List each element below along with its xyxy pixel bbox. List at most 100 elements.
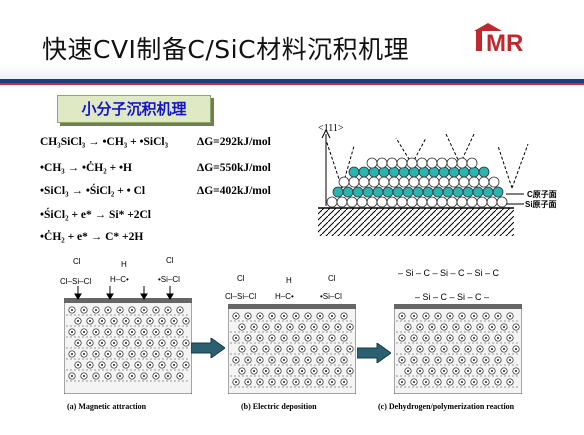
lattice-atom bbox=[496, 196, 508, 208]
lattice-atom bbox=[426, 196, 438, 208]
lattice-atom bbox=[412, 186, 424, 198]
lattice-atom bbox=[348, 176, 360, 188]
lattice-atom bbox=[396, 196, 408, 208]
svg-text:MR: MR bbox=[486, 30, 523, 53]
lattice-atom bbox=[488, 176, 500, 188]
atom-layers bbox=[326, 157, 508, 208]
panel-b-mol-3: •Si–Cl bbox=[320, 292, 342, 301]
title-rule-accent bbox=[0, 83, 584, 85]
lattice-atom bbox=[386, 157, 398, 169]
equation-5: •ĊH₂ + e* → C* +2H bbox=[40, 231, 144, 243]
lattice-atom bbox=[418, 176, 430, 188]
lattice-atom bbox=[388, 166, 400, 178]
lattice-atom bbox=[392, 186, 404, 198]
lattice-atom bbox=[486, 196, 498, 208]
equation-1-energy: ΔG=292kJ/mol bbox=[197, 136, 271, 148]
lattice-atom bbox=[336, 196, 348, 208]
panel-b-mol-3-top: Cl bbox=[328, 274, 336, 283]
panel-b-mol-1-top: Cl bbox=[237, 274, 245, 283]
lattice-atom bbox=[402, 186, 414, 198]
transition-arrow-1 bbox=[191, 338, 225, 358]
title-area bbox=[0, 0, 584, 84]
lattice-atom bbox=[478, 176, 490, 188]
panel-a-mol-2: H–C• bbox=[110, 275, 129, 284]
panel-b-mol-2: H–C• bbox=[275, 292, 294, 301]
lattice-atom bbox=[368, 176, 380, 188]
lattice-atom bbox=[438, 176, 450, 188]
lattice-atom bbox=[482, 186, 494, 198]
title-rule bbox=[0, 79, 584, 83]
lattice-atom bbox=[376, 157, 388, 169]
lattice-atom bbox=[436, 157, 448, 169]
panel-c-chain-top: – Si – C – Si – C – Si – C bbox=[398, 268, 500, 278]
lattice-atom bbox=[332, 186, 344, 198]
lattice-atom bbox=[362, 186, 374, 198]
lattice-atom bbox=[426, 157, 438, 169]
lattice-atom bbox=[466, 196, 478, 208]
lattice-atom bbox=[398, 176, 410, 188]
lattice-atom bbox=[416, 157, 428, 169]
lattice-atom bbox=[396, 157, 408, 169]
lattice-atom bbox=[458, 166, 470, 178]
panel-a-mol-1: Cl–Si–Cl bbox=[60, 277, 92, 286]
panel-a-mol-3-top: Cl bbox=[166, 256, 174, 265]
lattice-atom bbox=[346, 196, 358, 208]
lattice-atom bbox=[326, 196, 338, 208]
equation-2-energy: ΔG=550kJ/mol bbox=[197, 162, 271, 174]
lattice-atom bbox=[468, 166, 480, 178]
lattice-atom bbox=[368, 166, 380, 178]
section-heading: 小分子沉积机理 bbox=[57, 95, 211, 123]
panel-a-caption: (a) Magnetic attraction bbox=[67, 402, 147, 411]
lattice-atom bbox=[458, 176, 470, 188]
lattice-atom bbox=[366, 196, 378, 208]
panel-a-arrows bbox=[74, 286, 174, 300]
panel-b-caption: (b) Electric deposition bbox=[241, 402, 317, 411]
panel-a-mol-3: •Si–Cl bbox=[158, 275, 180, 284]
lattice-atom bbox=[456, 196, 468, 208]
lattice-atom bbox=[352, 186, 364, 198]
lattice-atom bbox=[418, 166, 430, 178]
equation-4: •ŚiCl₂ + e* → Si* +2Cl bbox=[40, 209, 151, 221]
lattice-atom bbox=[406, 157, 418, 169]
lattice-atom bbox=[438, 166, 450, 178]
lattice-atom bbox=[428, 176, 440, 188]
lattice-atom bbox=[448, 166, 460, 178]
panel-c-lattice bbox=[394, 304, 522, 394]
lattice-atom bbox=[416, 196, 428, 208]
lattice-atom bbox=[388, 176, 400, 188]
panel-c-caption: (c) Dehydrogen/polymerization reaction bbox=[378, 402, 515, 411]
lattice-atom bbox=[422, 186, 434, 198]
equation-1: CH₃SiCl₃ → •CH₃ + •SiCl₃ bbox=[40, 136, 169, 148]
lattice-atom bbox=[348, 166, 360, 178]
lattice-atom bbox=[472, 186, 484, 198]
lattice-atom bbox=[468, 176, 480, 188]
si-face-label: Si原子面 bbox=[525, 200, 557, 209]
lattice-atom bbox=[408, 176, 420, 188]
lattice-atom bbox=[338, 176, 350, 188]
direction-label: <111> bbox=[318, 123, 344, 134]
lattice-atom bbox=[406, 196, 418, 208]
lattice-atom bbox=[358, 166, 370, 178]
lattice-atom bbox=[366, 157, 378, 169]
lattice-atom bbox=[492, 186, 504, 198]
panel-a-mol-1-top: Cl bbox=[73, 257, 81, 266]
lattice-atom bbox=[448, 176, 460, 188]
equation-2: •CH₃ → •ĊH₂ + •H bbox=[40, 162, 132, 174]
lattice-atom bbox=[378, 166, 390, 178]
lattice-atom bbox=[436, 196, 448, 208]
equation-3-energy: ΔG=402kJ/mol bbox=[197, 185, 271, 197]
lattice-atom bbox=[372, 186, 384, 198]
transition-arrow-2 bbox=[357, 343, 391, 363]
lattice-atom bbox=[408, 166, 420, 178]
lattice-atom bbox=[456, 157, 468, 169]
panel-c-chain-bottom: – Si – C – Si – C – bbox=[415, 292, 490, 302]
panel-b-lattice bbox=[228, 304, 356, 394]
lattice-atom bbox=[356, 196, 368, 208]
lattice-atom bbox=[382, 186, 394, 198]
panel-a-mol-2-top: H bbox=[121, 260, 127, 269]
lattice-atom bbox=[398, 166, 410, 178]
lattice-atom bbox=[342, 186, 354, 198]
lattice-atom bbox=[386, 196, 398, 208]
equation-3: •SiCl₃ → •ŚiCl₂ + • Cl bbox=[40, 185, 146, 197]
